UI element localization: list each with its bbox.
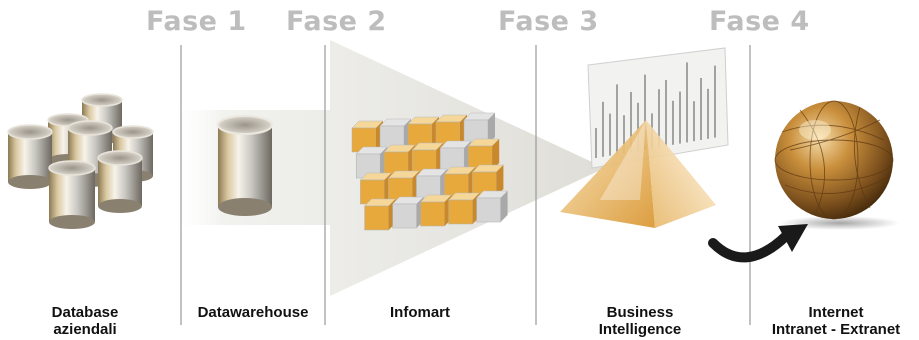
- cylinder-icon: [217, 115, 273, 216]
- stage-label-line: Infomart: [390, 304, 450, 321]
- stage-label-line: Database: [51, 304, 119, 321]
- pyramid-right-face: [646, 120, 716, 228]
- phase-label-2: Fase 2: [286, 6, 387, 37]
- stage-label-internet: Internet Intranet - Extranet: [756, 304, 916, 338]
- cube-grid-icon: [351, 112, 509, 231]
- globe-icon: [774, 100, 900, 230]
- curved-arrow-icon: [708, 224, 808, 263]
- stage-label-line: Internet: [808, 304, 864, 321]
- phase-label-4: Fase 4: [709, 6, 810, 37]
- stage-label-line: Intelligence: [598, 321, 682, 338]
- phase-label-3: Fase 3: [498, 6, 599, 37]
- database-cluster-icon: [7, 93, 154, 229]
- stage-label-line: Intranet - Extranet: [771, 321, 901, 338]
- stage-label-infomart: Infomart: [370, 304, 470, 321]
- stage-label-line: Business: [606, 304, 674, 321]
- chart-panel: [587, 47, 729, 169]
- stage-label-line: Datawarehouse: [197, 304, 309, 321]
- pyramid-left-face: [560, 120, 655, 228]
- stage-label-datawarehouse: Datawarehouse: [186, 304, 320, 321]
- stage-label-line: aziendali: [53, 321, 117, 338]
- phase-dividers: [180, 45, 751, 325]
- phase-label-1: Fase 1: [146, 6, 247, 37]
- stage-label-business-intelligence: Business Intelligence: [580, 304, 700, 338]
- pyramid-chart-icon: [560, 47, 729, 228]
- stage-label-database-aziendali: Database aziendali: [25, 304, 145, 338]
